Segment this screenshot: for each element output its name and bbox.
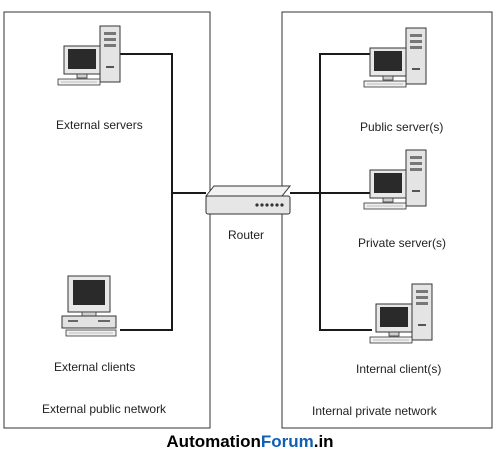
footer-part-forum: Forum [260, 432, 314, 451]
router-label: Router [228, 228, 265, 242]
connection-lines [120, 53, 372, 331]
internal-client-icon [369, 283, 433, 344]
public-servers-label: Public server(s) [360, 120, 444, 134]
internal-clients-label: Internal client(s) [356, 362, 442, 376]
footer-part-automation: Automation [166, 432, 261, 451]
external-network-label: External public network [42, 402, 167, 416]
internal-network-label: Internal private network [312, 404, 437, 418]
site-footer: AutomationForum.in [0, 432, 500, 452]
router-icon [204, 185, 292, 215]
footer-part-domain: .in [313, 432, 334, 451]
external-network-box [3, 11, 211, 429]
private-servers-label: Private server(s) [358, 236, 447, 250]
public-server-icon [363, 27, 427, 88]
external-clients-icon [61, 275, 117, 337]
external-servers-label: External servers [56, 118, 143, 132]
internal-network-box [281, 11, 493, 429]
external-servers-icon [57, 25, 121, 86]
private-server-icon [363, 149, 427, 210]
external-clients-label: External clients [54, 360, 136, 374]
